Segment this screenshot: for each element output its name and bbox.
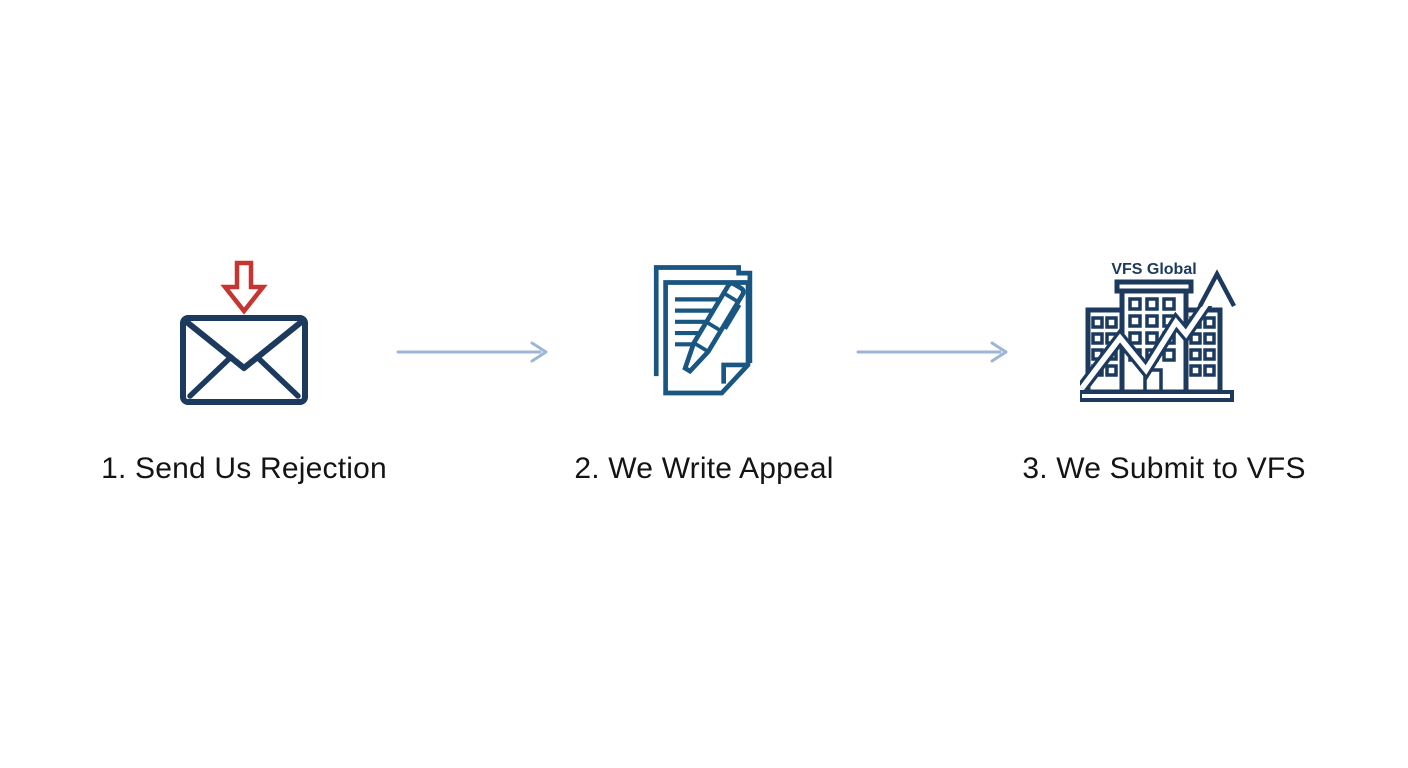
growth-arrow-icon	[1080, 269, 1236, 392]
step-2-label: 2. We Write Appeal	[574, 452, 834, 485]
vfs-global-sign: VFS Global	[1111, 261, 1196, 278]
building-icon	[1080, 279, 1234, 402]
step-1-label: 1. Send Us Rejection	[101, 452, 387, 485]
document-pen-svg	[653, 265, 753, 396]
incoming-mail-svg	[180, 260, 308, 405]
red-down-arrow-icon	[220, 260, 268, 315]
flow-row: 1. Send Us Rejection	[94, 256, 1314, 486]
pen-icon	[682, 281, 746, 375]
vfs-building-svg: VFS Global	[1080, 261, 1236, 402]
incoming-mail-icon	[174, 256, 314, 408]
flow-connector-1	[394, 256, 554, 408]
document-pen-icon	[645, 256, 763, 408]
step-1: 1. Send Us Rejection	[94, 256, 394, 486]
step-2: 2. We Write Appeal	[554, 256, 854, 486]
right-arrow-icon	[396, 341, 548, 363]
pen-clip	[723, 303, 742, 330]
step-3: VFS Global	[1014, 256, 1314, 486]
building-base	[1080, 390, 1234, 402]
right-arrow-icon	[856, 341, 1008, 363]
folded-corner	[721, 362, 748, 384]
vfs-building-growth-icon: VFS Global	[1080, 256, 1248, 408]
step-3-label: 3. We Submit to VFS	[1022, 452, 1306, 485]
envelope-icon	[180, 315, 308, 405]
flow-connector-2	[854, 256, 1014, 408]
